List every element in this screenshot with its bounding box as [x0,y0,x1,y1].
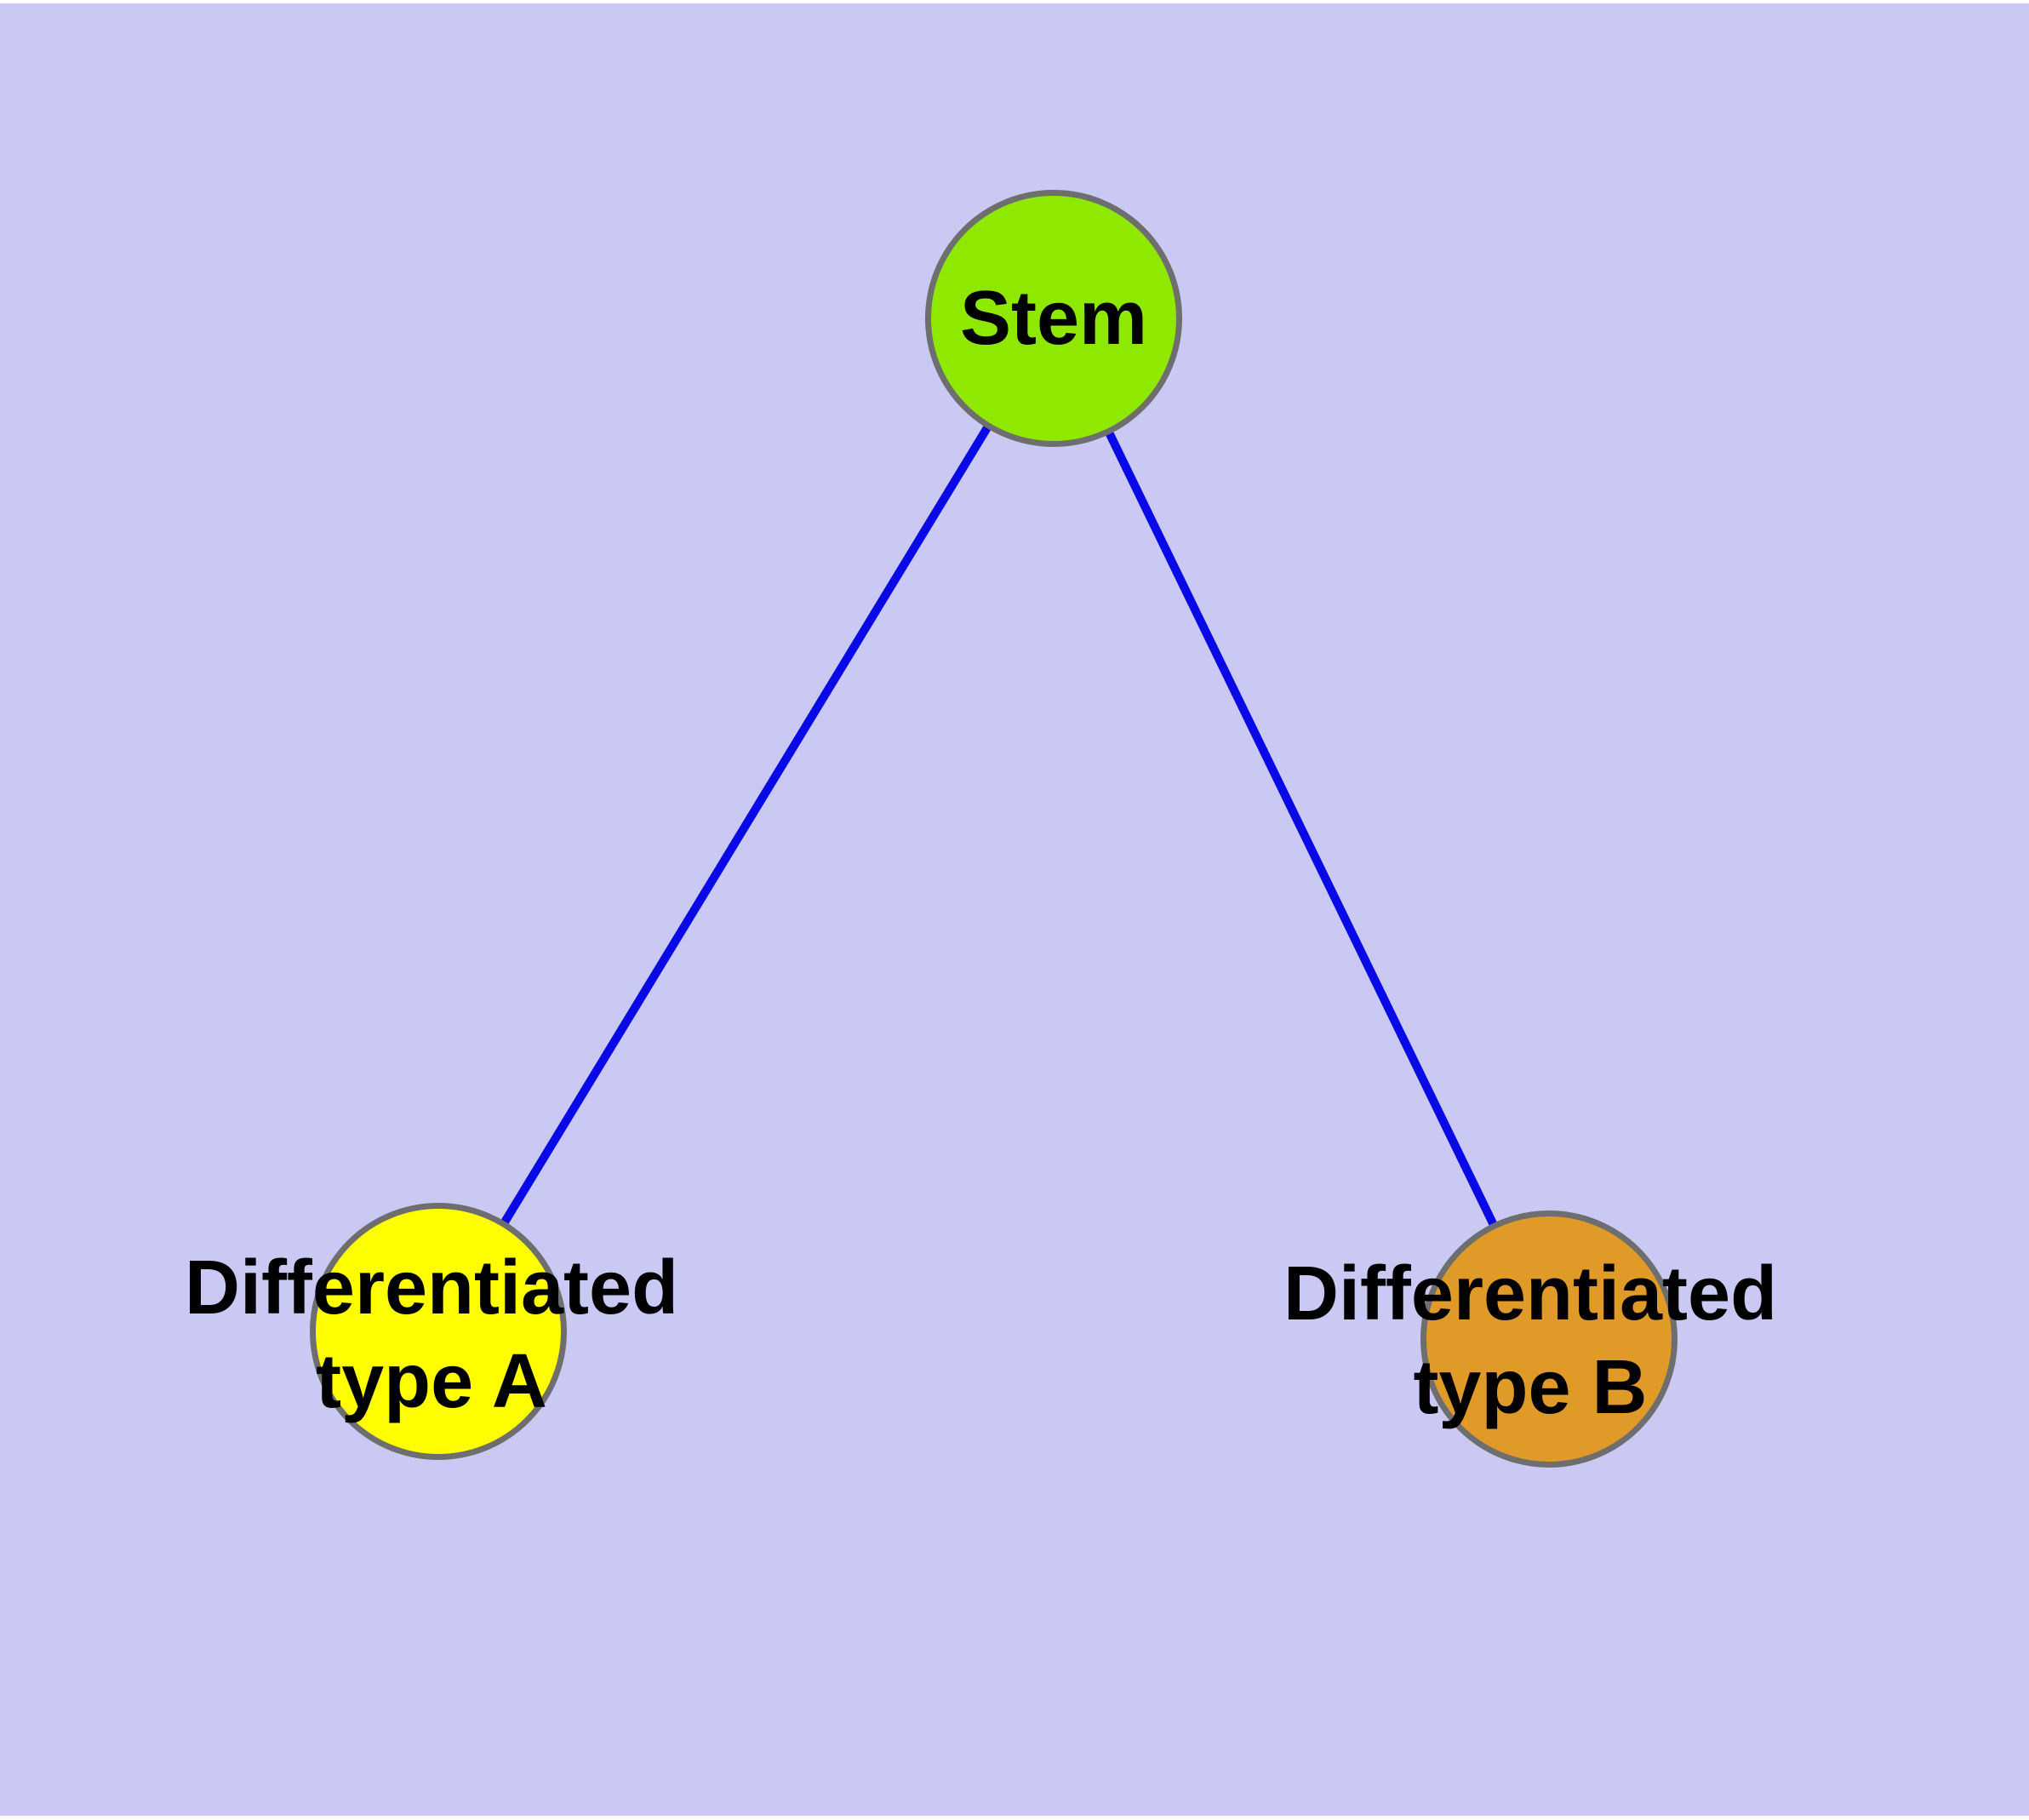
node-stem-circle [925,190,1182,447]
node-type-b-circle [1420,1210,1677,1468]
node-type-a-label-line2: type A [316,1339,547,1424]
node-type-b-label: Differentiated type B [1283,1247,1777,1434]
node-type-b-label-line1: Differentiated [1283,1251,1778,1336]
node-stem-label: Stem [960,272,1147,365]
node-type-a-circle [310,1203,567,1460]
node-type-b-label-line2: type B [1413,1345,1648,1430]
node-stem-label-line1: Stem [959,276,1148,361]
node-type-a-label: Differentiated type A [185,1241,678,1428]
edge-stem-to-type-b [1049,316,1553,1342]
node-type-a-label-line1: Differentiated [184,1245,679,1331]
edge-stem-to-type-a [434,316,1058,1334]
